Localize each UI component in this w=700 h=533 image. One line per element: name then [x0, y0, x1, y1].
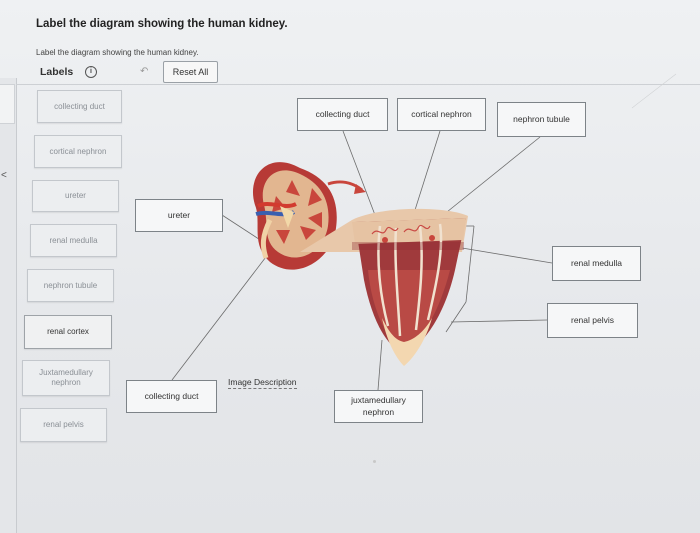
bank-label-renal-medulla[interactable]: renal medulla: [30, 224, 117, 257]
slot-ureter[interactable]: ureter: [135, 199, 223, 232]
question-title: Label the diagram showing the human kidn…: [36, 18, 288, 30]
bank-label-nephron-tubule[interactable]: nephron tubule: [27, 269, 114, 302]
left-edge-mark: <: [1, 170, 7, 181]
bank-label-ureter[interactable]: ureter: [32, 180, 119, 212]
image-description-link[interactable]: Image Description: [228, 377, 297, 389]
labels-heading: Labels: [40, 66, 74, 78]
info-icon[interactable]: i: [85, 66, 97, 78]
slot-juxtamedullary-nephron[interactable]: juxtamedullary nephron: [334, 390, 423, 423]
slot-collecting-duct-top[interactable]: collecting duct: [297, 98, 388, 131]
slot-renal-pelvis[interactable]: renal pelvis: [547, 303, 638, 338]
bank-label-collecting-duct[interactable]: collecting duct: [37, 90, 122, 123]
bank-label-cortical-nephron[interactable]: cortical nephron: [34, 135, 122, 168]
bank-label-juxtamedullary-nephron[interactable]: Juxtamedullary nephron: [22, 360, 110, 396]
bank-label-renal-cortex[interactable]: renal cortex: [24, 315, 112, 349]
reset-all-button[interactable]: Reset All: [163, 61, 218, 83]
undo-arrow-icon[interactable]: ↶: [140, 66, 149, 77]
question-subtitle: Label the diagram showing the human kidn…: [36, 48, 199, 57]
slot-nephron-tubule[interactable]: nephron tubule: [497, 102, 586, 137]
slot-cortical-nephron[interactable]: cortical nephron: [397, 98, 486, 131]
renal-pyramid-section: [300, 208, 468, 366]
panel-divider: [16, 84, 700, 85]
slot-collecting-duct-left[interactable]: collecting duct: [126, 380, 217, 413]
slot-renal-medulla[interactable]: renal medulla: [552, 246, 641, 281]
left-panel-edge: [0, 78, 17, 533]
kidney-illustration: [252, 162, 337, 270]
left-panel-tab[interactable]: [0, 84, 15, 124]
decorative-dot: [373, 460, 376, 463]
bank-label-renal-pelvis[interactable]: renal pelvis: [20, 408, 107, 442]
